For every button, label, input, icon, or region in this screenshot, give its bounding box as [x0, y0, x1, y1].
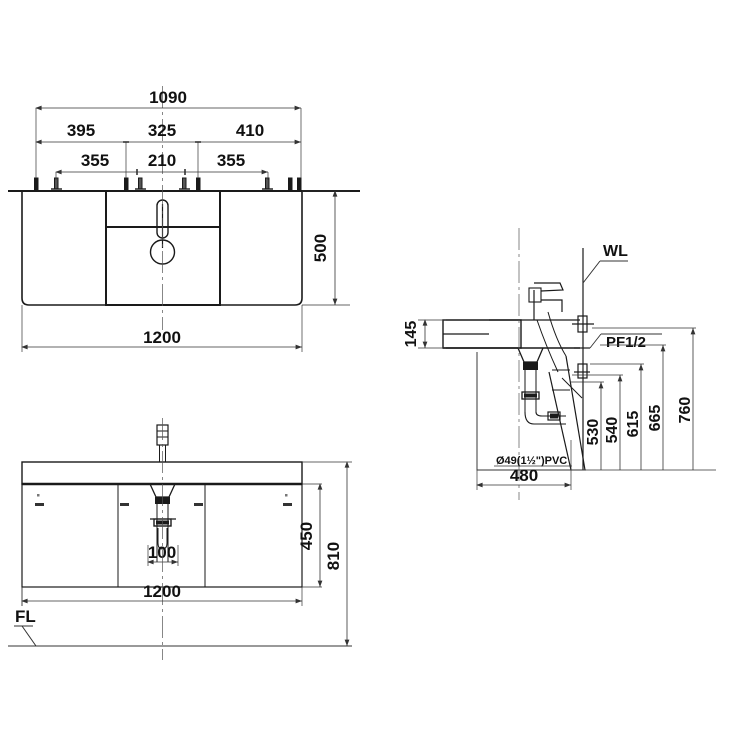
label-pvc: Ø49(1½")PVC: [496, 455, 567, 467]
dim-label-410: 410: [236, 121, 264, 140]
wl-leader: [582, 260, 601, 284]
waste-branch-lines: [552, 369, 570, 391]
supply-fitting-2: [577, 363, 588, 379]
door-screw: [37, 494, 40, 497]
mounting-bolt: [34, 177, 39, 192]
wl-label-group: WL: [582, 243, 628, 284]
door-handle: [120, 503, 129, 506]
faucet-spout: [541, 299, 563, 312]
dim-chain-row1: 395 325 410: [35, 121, 301, 178]
dim-760: 760: [592, 327, 696, 470]
dim-label-760: 760: [677, 397, 694, 424]
dim-label-145: 145: [403, 321, 420, 348]
dim-1090: 1090: [35, 88, 302, 178]
dim-heights-group: 530 540 615 665 760: [570, 327, 716, 471]
faucet-cartridge: [528, 287, 542, 303]
pf-label-group: PF1/2: [589, 333, 662, 351]
front-elevation-view: 1090 395 325 410 355 210 355: [8, 86, 360, 352]
dim-label-540: 540: [604, 417, 621, 444]
waste-elbow: [561, 377, 583, 399]
lower-cabinet-view: 100 1200 450 810: [8, 418, 352, 660]
dim-530: 530: [570, 381, 604, 470]
mounting-bolt: [288, 177, 293, 192]
dim-label-355-right: 355: [217, 151, 245, 170]
faucet-lever: [534, 282, 564, 292]
dim-label-1090: 1090: [149, 88, 187, 107]
dim-label-810: 810: [324, 542, 343, 570]
door-handle: [35, 503, 44, 506]
dim-chain-row2: 355 210 355: [55, 151, 269, 180]
dim-480: 480: [476, 352, 572, 490]
door-handle: [194, 503, 203, 506]
section-waste-fill: [550, 413, 558, 419]
waste-down-pipe-right: [565, 355, 586, 471]
dim-label-500: 500: [311, 234, 330, 262]
section-trap-outlet: [535, 411, 566, 417]
dim-450: 450: [297, 483, 323, 588]
section-drain-collar: [523, 362, 538, 370]
section-trap-bend: [524, 411, 566, 425]
trap-bend: [157, 528, 168, 550]
basin-outline: [105, 190, 221, 306]
section-waste-fitting: [547, 411, 561, 421]
section-trap-nut: [521, 391, 540, 400]
dim-label-480: 480: [510, 466, 538, 485]
mounting-bolt: [196, 177, 201, 192]
mounting-bolt: [135, 177, 146, 190]
waste-down-pipe-left: [548, 371, 572, 471]
dim-label-665: 665: [647, 405, 664, 432]
mounting-bolt: [262, 177, 273, 190]
dim-label-1200-lower: 1200: [143, 582, 181, 601]
label-pf12: PF1/2: [606, 334, 646, 351]
fl-leader: [21, 625, 37, 647]
pf-leader: [589, 333, 602, 349]
dim-label-450: 450: [297, 522, 316, 550]
label-fl: FL: [15, 607, 36, 626]
floor-line-group: FL: [8, 587, 352, 647]
supply-hose-2: [536, 319, 559, 373]
door-handle: [283, 503, 292, 506]
mounting-bolt: [124, 177, 129, 192]
dim-label-615: 615: [625, 411, 642, 438]
dim-label-1200-front: 1200: [143, 328, 181, 347]
dim-label-395: 395: [67, 121, 95, 140]
dim-500: 500: [302, 190, 350, 306]
side-section-view: WL PF1/2 Ø49(1½")PVC 145 480: [403, 228, 716, 500]
faucet-section: [528, 282, 567, 373]
section-drain-trap: [517, 347, 583, 425]
dim-label-325: 325: [148, 121, 176, 140]
dim-1200-lower: 1200: [21, 582, 303, 606]
dim-label-530: 530: [585, 419, 602, 446]
cabinet-body: [21, 483, 303, 588]
section-trap-nut-fill: [524, 393, 537, 398]
dim-label-210: 210: [148, 151, 176, 170]
supply-hose: [547, 311, 567, 357]
mounting-bolt: [297, 177, 302, 192]
door-handle-group: [35, 494, 292, 506]
label-wl: WL: [603, 243, 628, 260]
wall-supply-connection: [572, 315, 594, 379]
dim-540: 540: [572, 374, 623, 470]
dim-665: 665: [600, 344, 666, 470]
dim-145: 145: [403, 319, 446, 349]
dim-615: 615: [590, 363, 644, 470]
door-screw: [285, 494, 288, 497]
dim-1200-front: 1200: [21, 305, 303, 352]
dim-100: 100: [147, 543, 179, 566]
mounting-bolt: [179, 177, 190, 190]
dim-label-100: 100: [148, 543, 176, 562]
pvc-label-group: Ø49(1½")PVC: [494, 455, 572, 467]
dim-label-355-left: 355: [81, 151, 109, 170]
